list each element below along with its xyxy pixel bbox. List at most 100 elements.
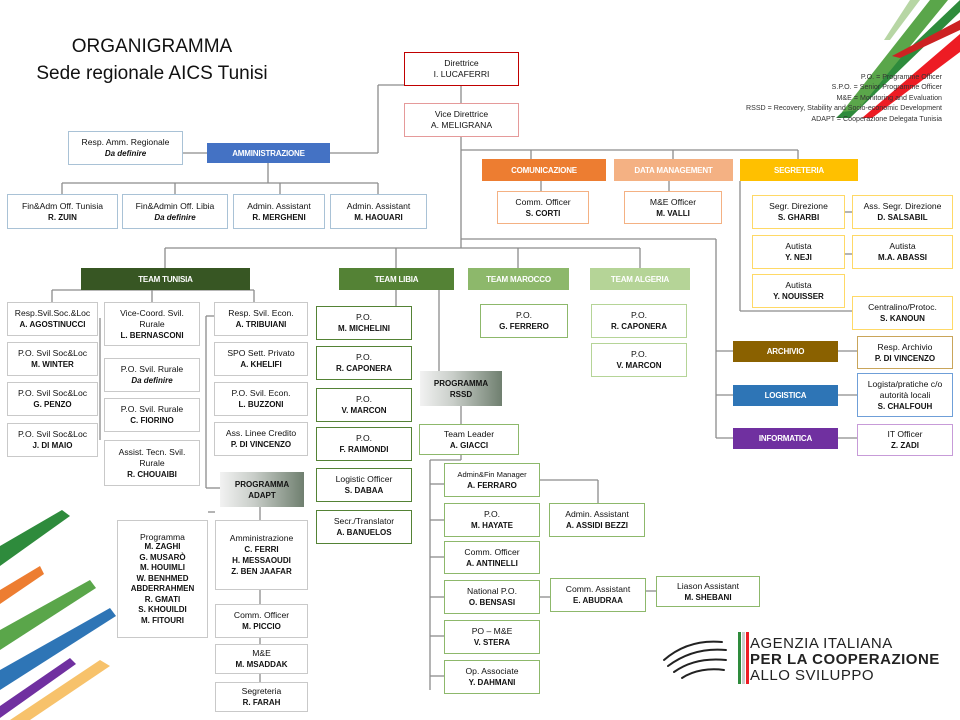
name: ABDERRAHMEN: [130, 584, 195, 594]
role: Logistic Officer: [335, 474, 393, 484]
box-comm-officer: Comm. Officer S. CORTI: [497, 191, 589, 224]
role: M&E: [252, 648, 271, 658]
name: R. ZUIN: [48, 212, 77, 222]
name: M. SHEBANI: [684, 592, 732, 602]
bar-team-marocco: TEAM MAROCCO: [468, 268, 569, 290]
box-autista-1: Autista Y. NEJI: [752, 235, 845, 269]
name: G. FERRERO: [499, 322, 549, 331]
name: V. MARCON: [616, 361, 662, 370]
box-rssd-po: P.O. M. HAYATE: [444, 503, 540, 537]
role: PO – M&E: [471, 626, 513, 636]
bar-programma-rssd: PROGRAMMA RSSD: [420, 371, 502, 406]
role: P.O.: [355, 312, 373, 322]
name: A. ASSIDI BEZZI: [566, 521, 628, 530]
bar-team-libia: TEAM LIBIA: [339, 268, 454, 290]
role: Admin&Fin Manager: [457, 470, 527, 479]
role: Admin. Assistant: [565, 509, 629, 519]
box-rssd-po-me: PO – M&E V. STERA: [444, 620, 540, 654]
logo-line-2: PER LA COOPERAZIONE: [750, 651, 940, 668]
role: Ass. Segr. Direzione: [863, 201, 942, 211]
box-resp-svil-soc: Resp.Svil.Soc.&Loc A. AGOSTINUCCI: [7, 302, 98, 336]
name: A. MELIGRANA: [430, 120, 493, 130]
name: S. CORTI: [525, 208, 561, 218]
role: IT Officer: [887, 429, 923, 439]
box-libia-secr: Secr./Translator A. BANUELOS: [316, 510, 412, 544]
bar-logistica: LOGISTICA: [733, 385, 838, 406]
legend-item: P.O. = Programme Officer: [860, 73, 942, 81]
label-line-2: RSSD: [449, 389, 473, 399]
decorative-stripes-bottom: [0, 510, 116, 720]
role: Vice Direttrice: [434, 109, 489, 119]
name: P. DI VINCENZO: [874, 353, 936, 363]
name: S. KANOUN: [880, 314, 925, 323]
name: Da definire: [154, 212, 196, 222]
name: R. FARAH: [242, 698, 281, 707]
role: Segreteria: [241, 686, 282, 696]
name: A. GIACCI: [449, 440, 489, 450]
role: Secr./Translator: [333, 516, 395, 526]
label-line-1: PROGRAMMA: [234, 479, 290, 489]
box-marocco-po: P.O. G. FERRERO: [480, 304, 568, 338]
role: Fin&Admin Off. Libia: [135, 200, 215, 211]
role: Logista/pratiche c/o autorità locali: [867, 378, 943, 400]
aics-dove-logo-icon: [663, 632, 749, 684]
name: C. FIORINO: [130, 416, 174, 425]
bar-programma-adapt: PROGRAMMA ADAPT: [220, 472, 304, 507]
role: Resp.Svil.Soc.&Loc: [14, 308, 91, 318]
box-programma-list: Programma M. ZAGHI G. MUSARÒ M. HOUIMLI …: [117, 520, 208, 638]
box-vice-coord-rurale: Vice-Coord. Svil. Rurale L. BERNASCONI: [104, 302, 200, 346]
name: C. FERRI: [244, 545, 279, 554]
role: SPO Sett. Privato: [227, 348, 295, 358]
bar-team-algeria: TEAM ALGERIA: [590, 268, 690, 290]
name: V. MARCON: [341, 406, 387, 415]
role: Op. Associate: [465, 666, 519, 676]
legend-item: S.P.O. = Senior Programme Officer: [831, 83, 942, 92]
role: Comm. Officer: [233, 610, 290, 620]
name: V. STERA: [473, 638, 511, 647]
box-po-svil-soc-3: P.O. Svil Soc&Loc J. DI MAIO: [7, 423, 98, 457]
name: A. TRIBUIANI: [235, 320, 287, 329]
logo-line-1: AGENZIA ITALIANA: [750, 635, 893, 652]
role: P.O. Svil Soc&Loc: [17, 388, 88, 398]
role: Resp. Svil. Econ.: [228, 308, 294, 318]
name: P. DI VINCENZO: [230, 440, 292, 449]
role: M&E Officer: [649, 196, 697, 207]
box-rssd-op-associate: Op. Associate Y. DAHMANI: [444, 660, 540, 694]
box-spo-sett-privato: SPO Sett. Privato A. KHELIFI: [214, 342, 308, 376]
bar-informatica: INFORMATICA: [733, 428, 838, 449]
box-fin-libia: Fin&Admin Off. Libia Da definire: [122, 194, 228, 229]
box-po-svil-soc-2: P.O. Svil Soc&Loc G. PENZO: [7, 382, 98, 416]
name: R. MERGHENI: [252, 212, 306, 222]
name: G. MUSARÒ: [139, 552, 186, 562]
name: A. BANUELOS: [336, 528, 392, 537]
name: E. ABUDRAA: [573, 596, 623, 605]
role: P.O.: [515, 310, 533, 320]
role: Comm. Assistant: [565, 584, 631, 594]
name: R. CAPONERA: [335, 364, 392, 373]
name: M.A. ABASSI: [877, 253, 928, 262]
legend-item: M&E = Monitoring and Evaluation: [836, 93, 942, 102]
name: S. GHARBI: [777, 213, 820, 222]
box-resp-archivio: Resp. Archivio P. DI VINCENZO: [857, 336, 953, 369]
role: Resp. Archivio: [877, 341, 933, 352]
legend-item: ADAPT = Cooperazione Delegata Tunisia: [811, 114, 942, 123]
role: National P.O.: [466, 586, 517, 596]
title-line-1: ORGANIGRAMMA: [71, 36, 233, 57]
name: Da definire: [131, 376, 173, 385]
box-segr-direzione: Segr. Direzione S. GHARBI: [752, 195, 845, 229]
box-rssd-admin-fin: Admin&Fin Manager A. FERRARO: [444, 463, 540, 497]
role: P.O.: [630, 310, 648, 320]
role: P.O.: [355, 433, 373, 443]
name: L. BUZZONI: [238, 400, 284, 409]
bar-team-tunisia: TEAM TUNISIA: [81, 268, 250, 290]
name: S. KHOUILDI: [138, 605, 187, 615]
name: S. DABAA: [344, 486, 384, 495]
box-rssd-team-leader: Team Leader A. GIACCI: [419, 424, 519, 455]
box-amministrazione-adapt: Amministrazione C. FERRI H. MESSAOUDI Z.…: [215, 520, 308, 590]
box-algeria-po-1: P.O. R. CAPONERA: [591, 304, 687, 338]
role: Resp. Amm. Regionale: [81, 137, 170, 147]
role: Vice-Coord. Svil. Rurale: [120, 307, 184, 329]
name: M. WINTER: [31, 360, 74, 369]
role: Admin. Assistant: [346, 200, 411, 211]
role: Comm. Officer: [515, 196, 571, 207]
